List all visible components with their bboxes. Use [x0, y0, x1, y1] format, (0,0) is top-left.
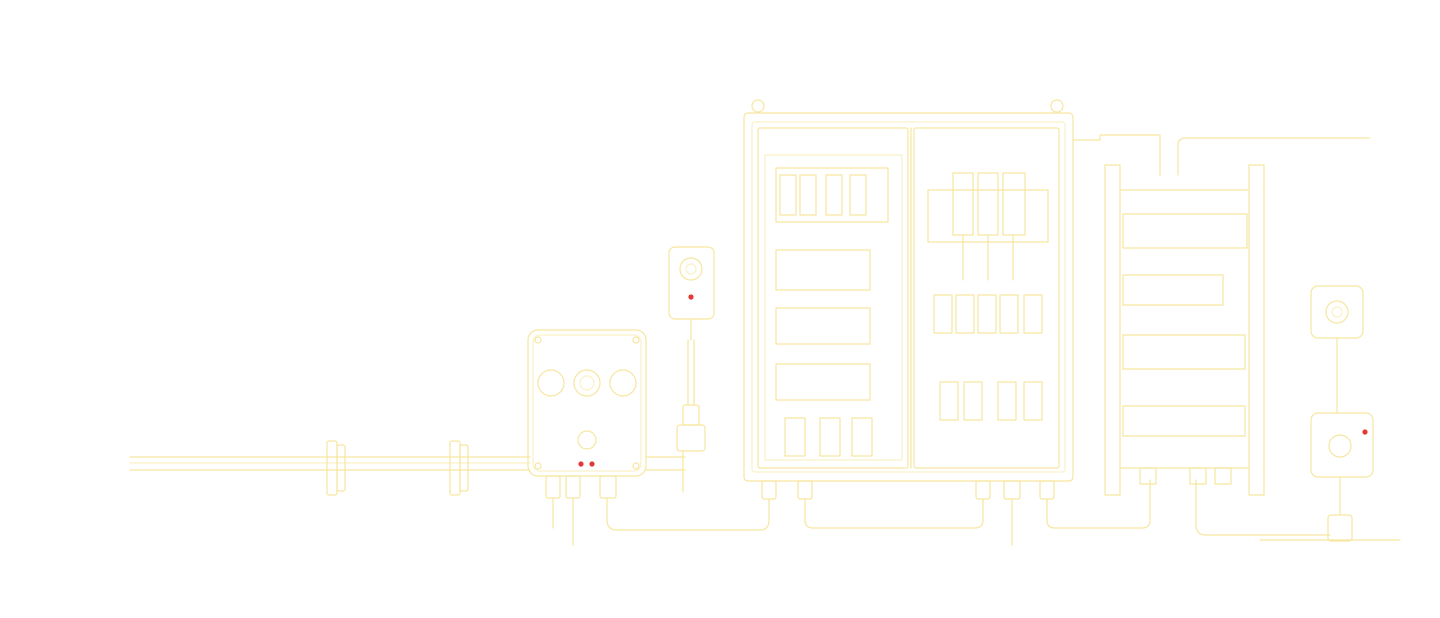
status-light-icon — [578, 461, 584, 467]
status-light-icon — [589, 461, 595, 467]
cabinet-door-right — [913, 127, 1060, 469]
open-rack — [1104, 137, 1371, 496]
sensor-right-upper — [1310, 285, 1364, 414]
status-lights — [578, 294, 1368, 467]
status-light-icon — [688, 294, 694, 300]
sensor-left — [668, 246, 715, 493]
main-control-cabinet — [743, 99, 1161, 500]
cable-runs — [606, 479, 1401, 546]
cabinet-door-left — [757, 127, 909, 469]
junction-box — [527, 329, 686, 546]
sensor-right-lower — [1310, 412, 1374, 542]
pipeline — [129, 440, 531, 496]
status-light-icon — [1362, 429, 1368, 435]
